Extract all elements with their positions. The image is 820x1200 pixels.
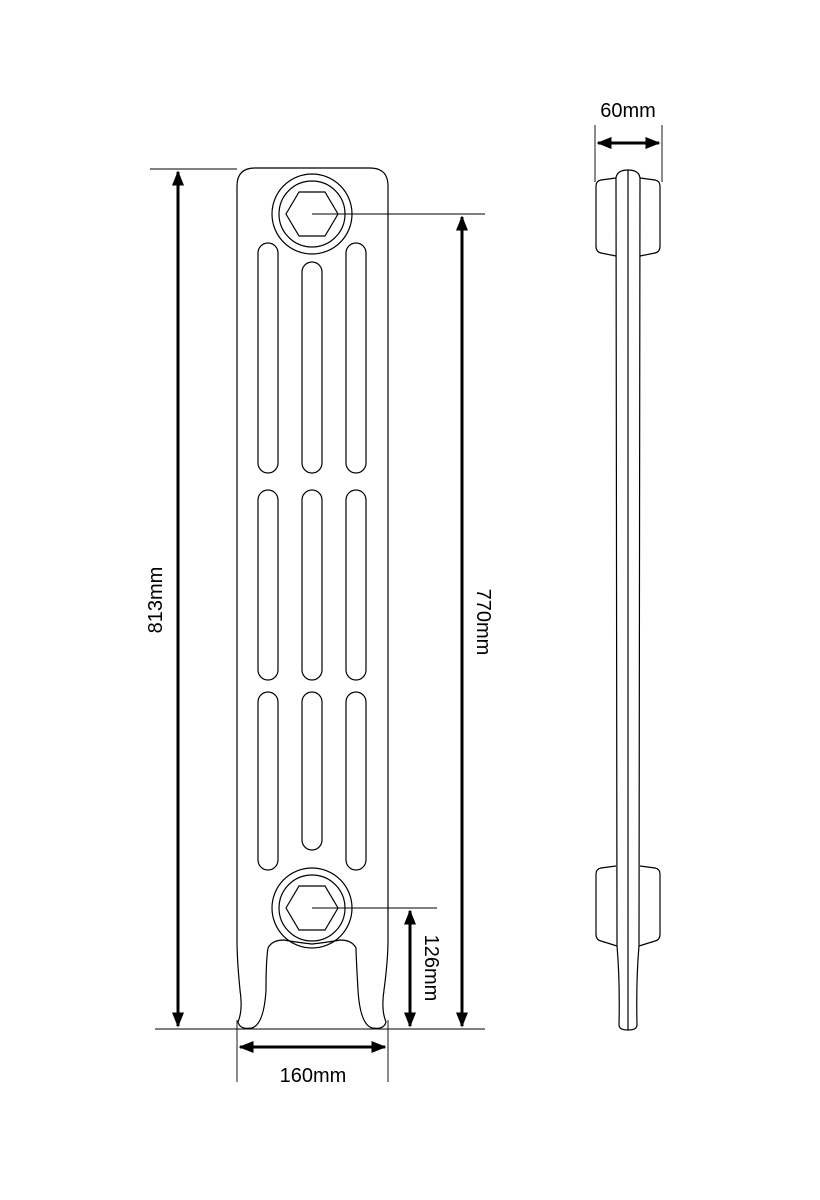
extension-lines [150, 125, 663, 1082]
slots [257, 242, 367, 871]
side-top-boss [595, 177, 661, 257]
slot [345, 691, 367, 871]
slot [301, 691, 323, 851]
slot [257, 489, 279, 681]
depth-label: 60mm [600, 100, 656, 122]
side-bottom-boss [595, 865, 661, 947]
slot [345, 242, 367, 474]
front-view [236, 167, 389, 1029]
height-label: 813mm [145, 567, 167, 634]
dimension-arrows [172, 137, 661, 1053]
pipe-centres-label: 770mm [472, 589, 494, 656]
slot [301, 489, 323, 681]
radiator-body-outline [236, 167, 389, 1029]
slot [257, 691, 279, 871]
slot [257, 242, 279, 474]
width-label: 160mm [280, 1065, 347, 1087]
side-view [595, 169, 661, 1031]
connection-height-label: 126mm [420, 935, 442, 1002]
slot [345, 489, 367, 681]
slot [301, 261, 323, 474]
